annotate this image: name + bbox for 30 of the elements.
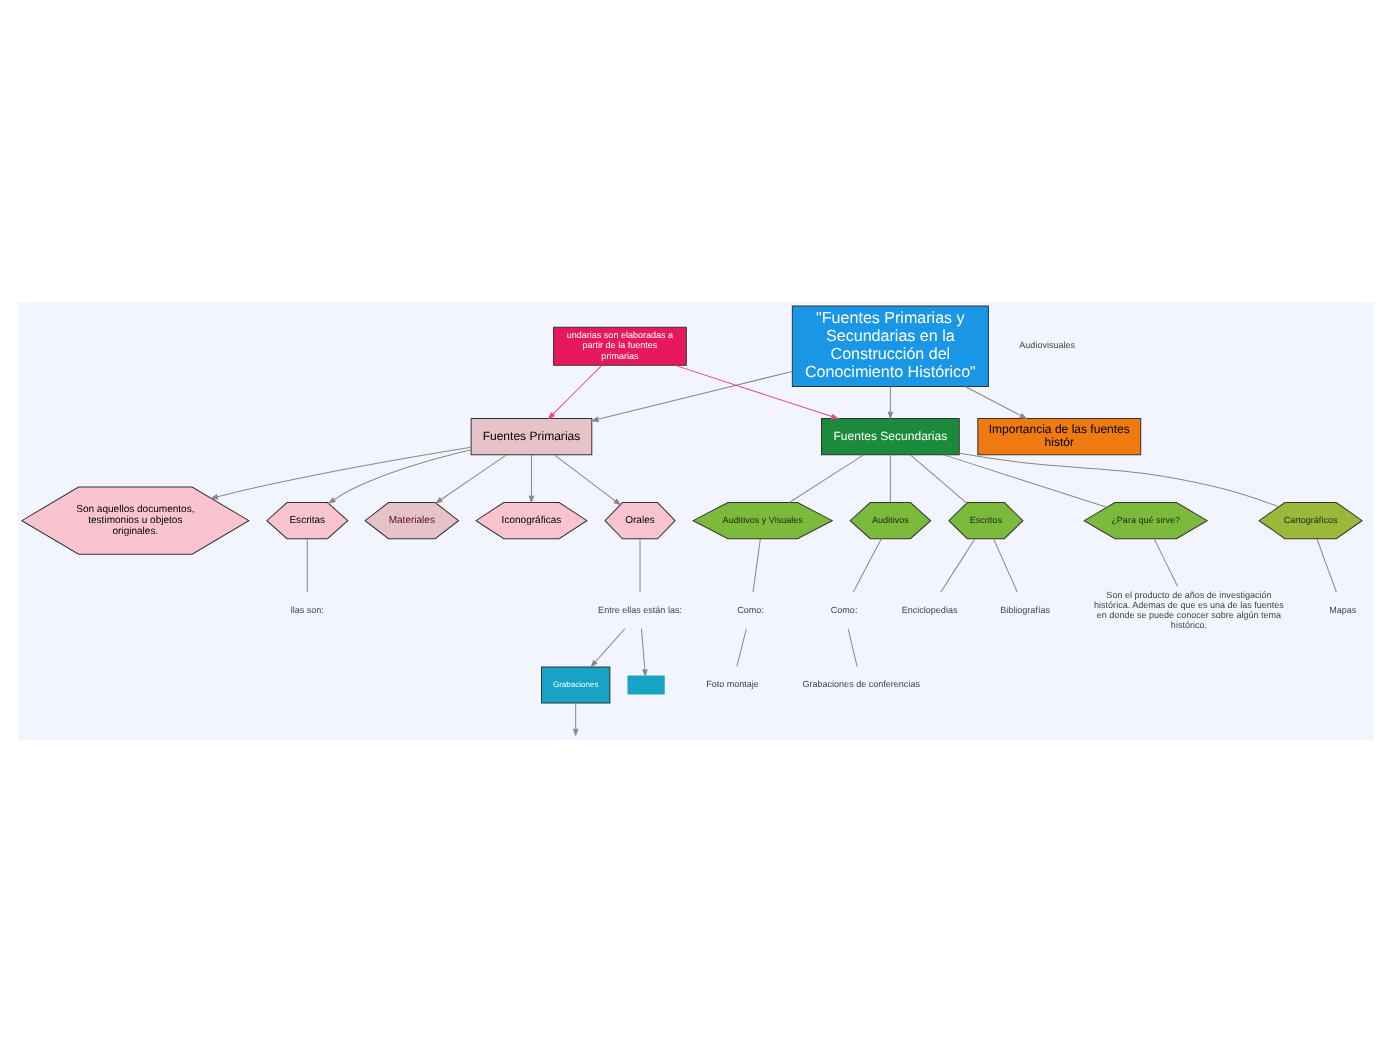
- arrow: [528, 453, 535, 503]
- arrow: [327, 448, 472, 503]
- connector: [306, 537, 308, 592]
- arrow: [590, 369, 793, 421]
- connector: [993, 537, 1018, 592]
- arrow: [887, 385, 894, 419]
- connector: [847, 627, 858, 666]
- arrow: [640, 627, 648, 677]
- arrow: [590, 627, 626, 667]
- connector: [1316, 537, 1337, 592]
- arrow: [572, 701, 579, 736]
- connector: [788, 453, 865, 502]
- connector: [639, 537, 641, 592]
- connector: [940, 537, 976, 592]
- arrow: [553, 453, 622, 505]
- connector: [943, 453, 1108, 507]
- connector: [959, 451, 1280, 507]
- arrow: [547, 364, 603, 419]
- connector: [752, 537, 761, 592]
- arrow: [674, 363, 840, 419]
- connector: [889, 453, 891, 502]
- connector: [910, 453, 968, 503]
- arrow: [209, 445, 472, 499]
- connector: [852, 537, 882, 592]
- node-box: [627, 674, 665, 694]
- node-box: "Fuentes Primarias y Secundarias en la Construcción del Conocimiento Histórico": [791, 304, 989, 386]
- connector: [1153, 537, 1178, 586]
- connector: [736, 627, 747, 666]
- arrow: [964, 385, 1028, 419]
- arrow: [434, 453, 507, 503]
